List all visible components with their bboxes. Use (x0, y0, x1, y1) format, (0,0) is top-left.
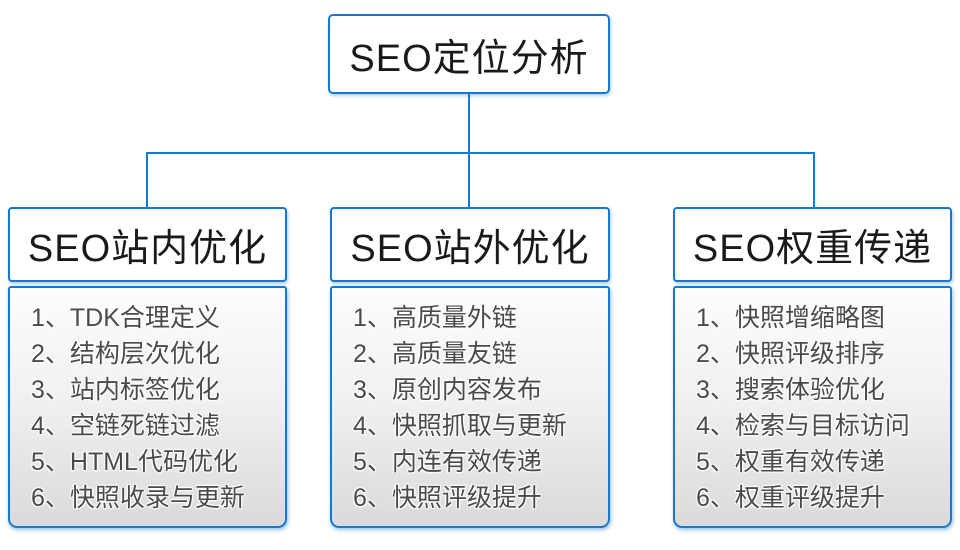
root-node-title: SEO定位分析 (349, 37, 589, 80)
connector-crossbar (146, 152, 815, 154)
list-item: 1、TDK合理定义 (31, 304, 220, 332)
list-item: 6、快照评级提升 (353, 484, 542, 512)
list-item: 4、检索与目标访问 (696, 412, 910, 440)
branch-item-list: 1、高质量外链 2、高质量友链 3、原创内容发布 4、快照抓取与更新 5、内连有… (330, 286, 610, 528)
branch-item-list: 1、快照增缩略图 2、快照评级排序 3、搜索体验优化 4、检索与目标访问 5、权… (673, 286, 952, 528)
list-item: 6、快照收录与更新 (31, 484, 245, 512)
list-item: 5、HTML代码优化 (31, 448, 238, 476)
branch-offsite-optimization: SEO站外优化 1、高质量外链 2、高质量友链 3、原创内容发布 4、快照抓取与… (330, 207, 610, 528)
branch-item-list: 1、TDK合理定义 2、结构层次优化 3、站内标签优化 4、空链死链过滤 5、H… (8, 286, 287, 528)
list-item: 2、快照评级排序 (696, 340, 885, 368)
list-item: 1、高质量外链 (353, 304, 517, 332)
branch-title: SEO站内优化 (27, 228, 268, 270)
list-item: 4、快照抓取与更新 (353, 412, 567, 440)
connector-drop-left (146, 152, 148, 208)
branch-header: SEO权重传递 (673, 207, 952, 282)
list-item: 5、内连有效传递 (353, 448, 542, 476)
list-item: 5、权重有效传递 (696, 448, 885, 476)
branch-header: SEO站内优化 (8, 207, 287, 282)
branch-weight-transfer: SEO权重传递 1、快照增缩略图 2、快照评级排序 3、搜索体验优化 4、检索与… (673, 207, 952, 528)
list-item: 3、站内标签优化 (31, 376, 220, 404)
list-item: 6、权重评级提升 (696, 484, 885, 512)
list-item: 1、快照增缩略图 (696, 304, 885, 332)
branch-title: SEO站外优化 (350, 228, 590, 270)
root-node: SEO定位分析 (328, 14, 610, 94)
connector-root-trunk (468, 94, 470, 153)
list-item: 3、搜索体验优化 (696, 376, 885, 404)
list-item: 3、原创内容发布 (353, 376, 542, 404)
connector-drop-center (468, 152, 470, 208)
branch-header: SEO站外优化 (330, 207, 610, 282)
list-item: 4、空链死链过滤 (31, 412, 220, 440)
branch-onsite-optimization: SEO站内优化 1、TDK合理定义 2、结构层次优化 3、站内标签优化 4、空链… (8, 207, 287, 528)
branch-title: SEO权重传递 (692, 228, 933, 270)
connector-drop-right (813, 152, 815, 208)
list-item: 2、高质量友链 (353, 340, 517, 368)
list-item: 2、结构层次优化 (31, 340, 220, 368)
